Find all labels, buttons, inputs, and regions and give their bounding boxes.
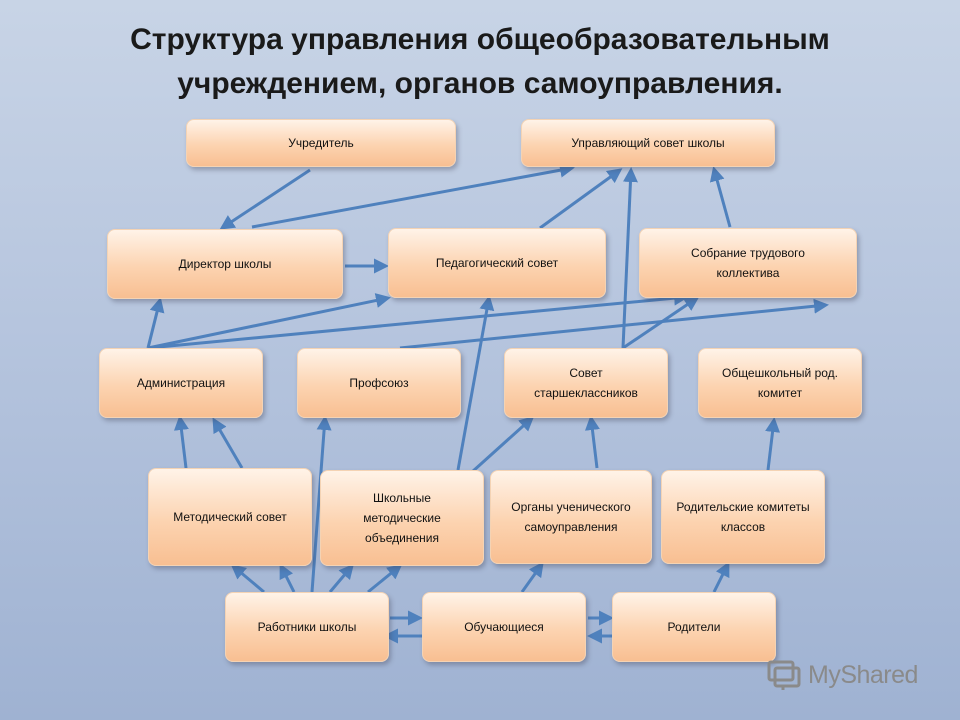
arrow-staff-to-associations-b	[367, 564, 403, 594]
title-line-2: учреждением, органов самоуправления.	[177, 67, 783, 100]
myshared-logo-icon	[767, 660, 801, 690]
node-school-staff: Работники школы	[225, 592, 389, 662]
node-student-self-government: Органы ученического самоуправления	[490, 470, 652, 564]
arrow-senior-council-to-governing-council	[621, 167, 638, 349]
node-director: Директор школы	[107, 229, 343, 299]
arrow-administration-to-director	[146, 297, 165, 349]
arrow-staff-to-trade-union	[310, 415, 332, 593]
title-line-1: Структура управления общеобразовательным	[130, 23, 830, 56]
arrow-methodical-council-to-administration-b	[212, 417, 244, 469]
arrow-students-to-self-government	[520, 561, 544, 593]
watermark: MyShared	[766, 655, 936, 695]
node-senior-students-council: Совет старшеклассников	[504, 348, 668, 418]
arrow-trade-union-to-right	[399, 298, 829, 350]
arrow-staff-to-associations-a	[328, 563, 354, 593]
arrow-self-government-to-senior-council	[584, 415, 600, 469]
arrow-assembly-to-governing-council	[709, 166, 732, 228]
node-students: Обучающиеся	[422, 592, 586, 662]
arrow-parents-to-class-committees	[712, 561, 730, 593]
watermark-text: MyShared	[808, 660, 918, 689]
node-trade-union: Профсоюз	[297, 348, 461, 418]
node-pedagogical-council: Педагогический совет	[388, 228, 606, 298]
arrow-staff-to-methodical-council-a	[230, 564, 265, 594]
node-methodical-council: Методический совет	[148, 468, 312, 566]
node-parents: Родители	[612, 592, 776, 662]
arrow-pedagogical-to-governing-council	[539, 168, 623, 230]
arrow-administration-to-labor-assembly	[147, 290, 689, 350]
arrow-class-committees-to-parent-committee	[765, 417, 781, 471]
node-founder: Учредитель	[186, 119, 456, 167]
arrow-associations-to-pedagogical-council	[456, 295, 495, 471]
node-administration: Администрация	[99, 348, 263, 418]
page-title: Структура управления общеобразовательным…	[40, 18, 920, 106]
arrow-director-to-governing-council	[251, 162, 575, 229]
arrow-methodical-council-to-administration-a	[173, 415, 189, 469]
arrow-associations-to-senior-council	[470, 415, 535, 474]
arrow-staff-to-methodical-council-b	[279, 563, 296, 593]
node-methodical-associations: Школьные методические объединения	[320, 470, 484, 566]
arrow-founder-to-director	[219, 168, 311, 230]
node-governing-council: Управляющий совет школы	[521, 119, 775, 167]
node-labor-assembly: Собрание трудового коллектива	[639, 228, 857, 298]
node-parent-committee: Общешкольный род. комитет	[698, 348, 862, 418]
node-class-parent-committees: Родительские комитеты классов	[661, 470, 825, 564]
arrow-administration-to-pedagogical-council	[147, 293, 391, 350]
